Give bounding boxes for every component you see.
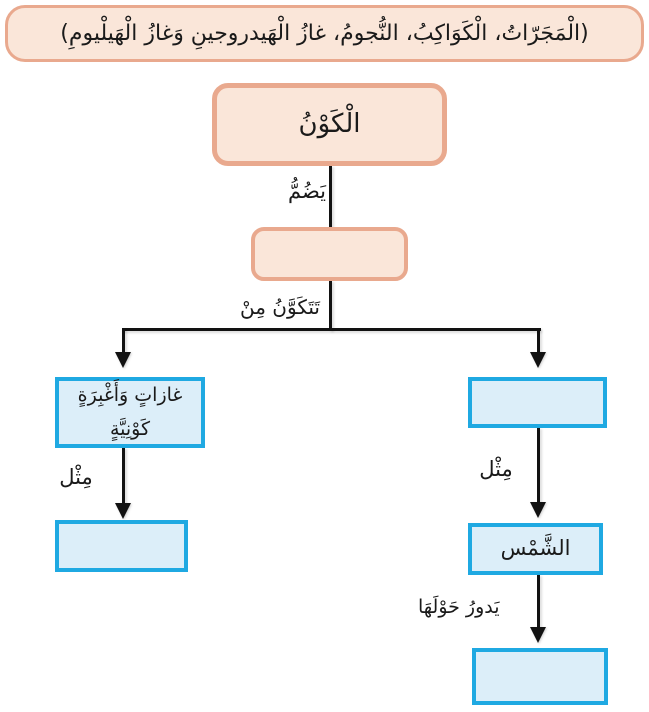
connector-sun-to-orbiter [537, 575, 540, 629]
connector-universe-to-blank [329, 166, 332, 228]
branch-horizontal-line [122, 328, 541, 331]
connector-right-to-sun [537, 428, 540, 504]
edge-label-example-right: مِثْل [479, 457, 513, 481]
node-blank-right-branch [468, 377, 607, 428]
word-bank-text: (الْمَجَرّاتُ، الْكَوَاكِبُ، النُّجومُ، … [60, 20, 589, 46]
node-gases-line2: كَوْنِيَّةٍ [109, 417, 151, 440]
arrow-down-orbiter-icon [530, 627, 546, 643]
node-blank-left-example [55, 520, 188, 572]
edge-label-revolves-around: يَدورُ حَوْلَهَا [418, 596, 500, 618]
edge-label-consists-of: تَتَكَوَّنُ مِنْ [240, 295, 320, 319]
node-sun: الشَّمْس [468, 523, 603, 575]
node-gases-line1: غازاتٍ وَأَغْبِرَةٍ [77, 384, 183, 407]
node-sun-label: الشَّمْس [500, 536, 571, 561]
node-blank-revolves [472, 648, 608, 705]
word-bank-box: (الْمَجَرّاتُ، الْكَوَاكِبُ، النُّجومُ، … [5, 5, 644, 62]
edge-label-contains: يَضُمُّ [288, 179, 327, 203]
arrow-down-right-branch-icon [530, 352, 546, 368]
branch-right-drop-line [537, 328, 540, 354]
node-universe: الْكَوْنُ [212, 83, 447, 166]
edge-label-example-left: مِثْل [59, 465, 93, 489]
arrow-down-left-example-icon [115, 503, 131, 519]
node-gases-and-dust: غازاتٍ وَأَغْبِرَةٍ كَوْنِيَّةٍ [55, 377, 205, 448]
branch-left-drop-line [122, 328, 125, 354]
connector-blank-to-branch [329, 281, 332, 331]
node-blank-under-universe [251, 227, 408, 281]
node-universe-label: الْكَوْنُ [298, 109, 361, 140]
arrow-down-left-branch-icon [115, 352, 131, 368]
connector-gases-to-example [122, 448, 125, 505]
arrow-down-right-example-icon [530, 502, 546, 518]
